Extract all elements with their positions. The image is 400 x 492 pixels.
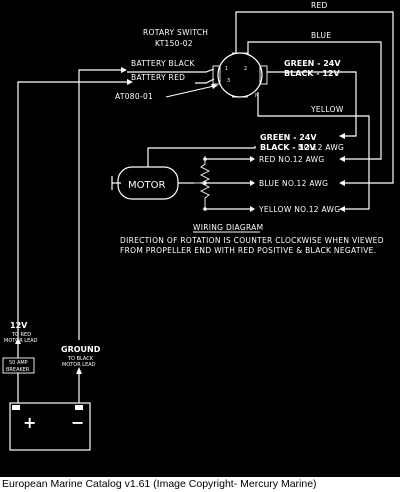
part-label-arrowhead bbox=[211, 84, 218, 89]
positive-lead: 12V TO RED MOTOR LEAD 50 AMP BREAKER bbox=[2, 321, 38, 403]
yellow-terminal-arrow bbox=[250, 206, 255, 212]
wiring-diagram: ROTARY SWITCH KT150-02 1 2 3 N AT080-01 … bbox=[0, 0, 400, 477]
rotation-note-line-2: FROM PROPELLER END WITH RED POSITIVE & B… bbox=[120, 246, 376, 255]
switch-title: ROTARY SWITCH bbox=[143, 28, 208, 37]
battery-red-label: BATTERY RED bbox=[131, 73, 185, 82]
battery-minus-symbol: − bbox=[71, 413, 84, 432]
switch-body bbox=[217, 52, 263, 98]
ground-sub-1: TO BLACK bbox=[67, 356, 94, 362]
switch-left-lug bbox=[212, 65, 221, 85]
rotation-note-line-1: DIRECTION OF ROTATION IS COUNTER CLOCKWI… bbox=[120, 236, 384, 245]
feed-12v-line bbox=[17, 81, 127, 340]
red-tap-node bbox=[203, 157, 207, 161]
battery-red-wire bbox=[195, 78, 215, 84]
motor-label: MOTOR bbox=[128, 180, 165, 191]
motor-black-12v-label: BLACK - 12V bbox=[260, 143, 316, 152]
battery-black-label: BATTERY BLACK bbox=[131, 59, 195, 68]
blue-wire-label: BLUE bbox=[311, 31, 331, 40]
red-wire-arrowhead bbox=[339, 156, 345, 162]
blue-tap-node bbox=[203, 181, 207, 185]
switch-terminal-3: 3 bbox=[227, 78, 230, 84]
blue-wire-arrowhead bbox=[339, 180, 345, 186]
breaker-line-1: 50 AMP bbox=[9, 360, 28, 366]
green-24v-label: GREEN - 24V bbox=[284, 59, 341, 68]
battery-negative-post bbox=[75, 405, 83, 410]
battery-case bbox=[9, 402, 91, 451]
switch-to-motor-wires: RED BLUE GREEN - 24V BLACK - 12V YELLOW bbox=[235, 1, 394, 210]
battery-black-wire bbox=[127, 68, 215, 73]
v12-label: 12V bbox=[10, 321, 28, 330]
diagram-note: WIRING DIAGRAM DIRECTION OF ROTATION IS … bbox=[120, 223, 384, 255]
power-feed bbox=[17, 67, 133, 340]
breaker-line-2: BREAKER bbox=[6, 367, 30, 373]
red-wire bbox=[235, 11, 394, 184]
switch-right-lug bbox=[259, 65, 268, 85]
v12-sub-2: MOTOR LEAD bbox=[4, 338, 38, 344]
switch-terminal-1: 1 bbox=[225, 66, 228, 72]
switch-terminal-n: N bbox=[255, 93, 259, 99]
motor-assembly: MOTOR GREEN - 24V BLACK - 12V NO.12 AWG … bbox=[111, 133, 345, 214]
yellow-wire bbox=[257, 92, 370, 210]
black-12v-label: BLACK - 12V bbox=[284, 69, 340, 78]
switch-terminal-2: 2 bbox=[244, 66, 247, 72]
feed-ground-line bbox=[78, 69, 121, 340]
motor-black-awg-label: NO.12 AWG bbox=[298, 143, 344, 152]
yellow-tap-node bbox=[203, 207, 207, 211]
feed-12v-arrowhead bbox=[127, 79, 133, 85]
feed-ground-arrowhead bbox=[121, 67, 127, 73]
ground-sub-2: MOTOR LEAD bbox=[62, 362, 96, 368]
red-wire-label: RED bbox=[311, 1, 328, 10]
green-black-wire bbox=[267, 71, 357, 137]
blue-terminal-arrow bbox=[250, 180, 255, 186]
battery-plus-symbol: + bbox=[23, 413, 36, 432]
motor-yellow-awg-label: YELLOW NO.12 AWG bbox=[258, 205, 340, 214]
image-caption: European Marine Catalog v1.61 (Image Cop… bbox=[0, 477, 400, 492]
motor-black-lead bbox=[147, 146, 256, 167]
black-wire-arrowhead bbox=[339, 133, 345, 139]
v12-arrowhead bbox=[15, 338, 21, 344]
motor-red-awg-label: RED NO.12 AWG bbox=[259, 155, 324, 164]
yellow-wire-arrowhead bbox=[339, 206, 345, 212]
ground-label: GROUND bbox=[61, 345, 101, 354]
ground-lead: GROUND TO BLACK MOTOR LEAD bbox=[61, 345, 101, 403]
switch-part-label: AT080-01 bbox=[115, 92, 153, 101]
rotary-switch: ROTARY SWITCH KT150-02 1 2 3 N AT080-01 bbox=[115, 28, 268, 101]
motor-blue-awg-label: BLUE NO.12 AWG bbox=[259, 179, 328, 188]
field-resistor bbox=[199, 156, 211, 209]
v12-sub-1: TO RED bbox=[11, 332, 31, 338]
yellow-wire-label: YELLOW bbox=[310, 105, 344, 114]
battery-positive-post bbox=[12, 405, 20, 410]
red-terminal-arrow bbox=[250, 156, 255, 162]
motor-green-24v-label: GREEN - 24V bbox=[260, 133, 317, 142]
ground-arrowhead bbox=[76, 367, 82, 374]
battery-leads: BATTERY BLACK BATTERY RED bbox=[127, 59, 215, 84]
diagram-title: WIRING DIAGRAM bbox=[193, 223, 263, 232]
part-label-leader bbox=[165, 85, 215, 98]
switch-part-number: KT150-02 bbox=[155, 39, 193, 48]
battery: + − bbox=[9, 402, 91, 451]
